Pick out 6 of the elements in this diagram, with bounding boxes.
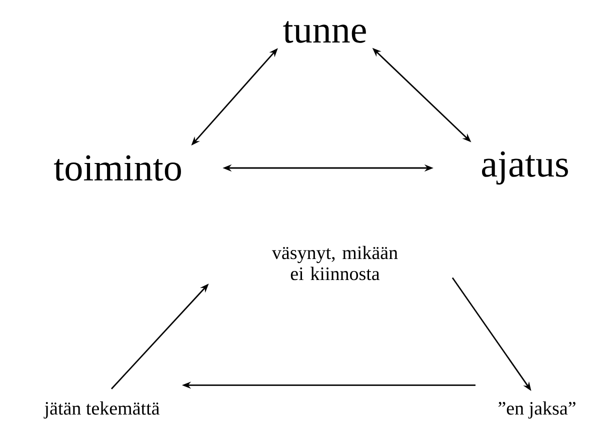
node-label: väsynyt, mikään ei kiinnosta [272,246,398,280]
node-label: ”en jaksa” [498,401,576,419]
node-label: jätän tekemättä [44,401,160,419]
node-label: ajatus [482,151,568,185]
node-label: toiminto [54,155,181,181]
node-label: tunne [283,21,366,43]
